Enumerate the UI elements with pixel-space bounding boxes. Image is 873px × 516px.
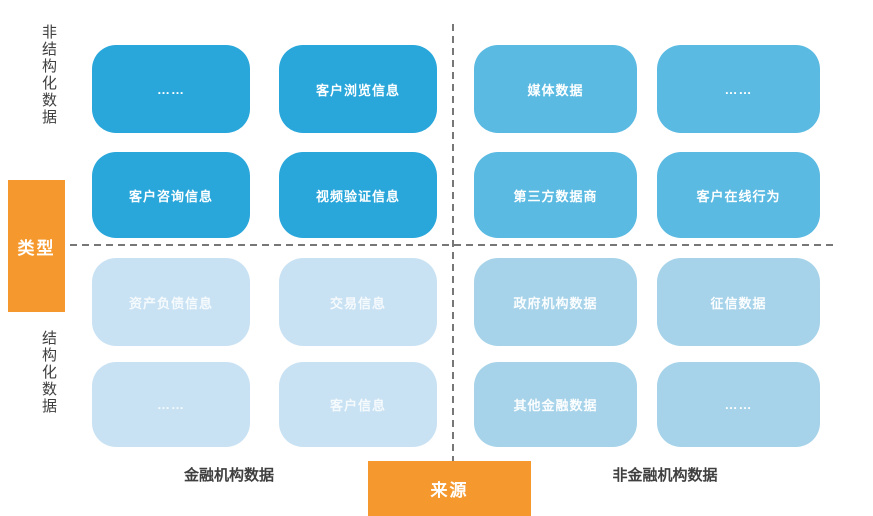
cell-r2-c4: 客户在线行为 — [657, 152, 820, 238]
type-axis-label: 类型 — [17, 238, 56, 258]
axis-label-structured-data: 结构化数据 — [40, 330, 57, 415]
cell-label: …… — [724, 397, 753, 412]
vertical-divider-dashed — [452, 24, 454, 461]
source-category-financial: 金融机构数据 — [183, 467, 274, 484]
source-category-nonfinancial: 非金融机构数据 — [612, 467, 718, 484]
cell-r1-c1: …… — [92, 45, 250, 133]
cell-r3-c2: 交易信息 — [279, 258, 437, 346]
cell-label: 交易信息 — [329, 295, 386, 311]
cell-r3-c1: 资产负债信息 — [92, 258, 250, 346]
horizontal-divider-dashed — [70, 244, 833, 246]
cell-label: 政府机构数据 — [513, 295, 598, 311]
cell-label: 媒体数据 — [527, 82, 584, 98]
cell-r2-c1: 客户咨询信息 — [92, 152, 250, 238]
axis-label-unstructured-data: 非结构化数据 — [40, 24, 57, 126]
cell-label: 客户信息 — [329, 398, 386, 413]
cell-r1-c2: 客户浏览信息 — [279, 45, 437, 133]
source-axis-box: 来源 — [368, 461, 531, 516]
cell-r2-c3: 第三方数据商 — [474, 152, 637, 238]
cell-r4-c2: 客户信息 — [279, 362, 437, 447]
type-axis-box: 类型 — [8, 180, 65, 312]
cell-label: 视频验证信息 — [315, 188, 400, 204]
cell-label: 资产负债信息 — [128, 295, 213, 311]
cell-r4-c3: 其他金融数据 — [474, 362, 637, 447]
cell-label: …… — [157, 397, 185, 412]
cell-r3-c3: 政府机构数据 — [474, 258, 637, 346]
cell-label: 客户咨询信息 — [128, 188, 213, 204]
cell-r4-c4: …… — [657, 362, 820, 447]
source-axis-label: 来源 — [430, 481, 469, 500]
cell-label: 其他金融数据 — [513, 398, 598, 413]
cell-label: 征信数据 — [710, 295, 767, 311]
cell-r1-c3: 媒体数据 — [474, 45, 637, 133]
cell-r2-c2: 视频验证信息 — [279, 152, 437, 238]
cell-label: 客户在线行为 — [696, 188, 781, 204]
cell-label: …… — [157, 81, 185, 97]
cell-label: 第三方数据商 — [513, 188, 598, 204]
cell-r1-c4: …… — [657, 45, 820, 133]
cell-label: …… — [724, 81, 753, 97]
cell-r3-c4: 征信数据 — [657, 258, 820, 346]
cell-label: 客户浏览信息 — [315, 82, 400, 98]
cell-r4-c1: …… — [92, 362, 250, 447]
